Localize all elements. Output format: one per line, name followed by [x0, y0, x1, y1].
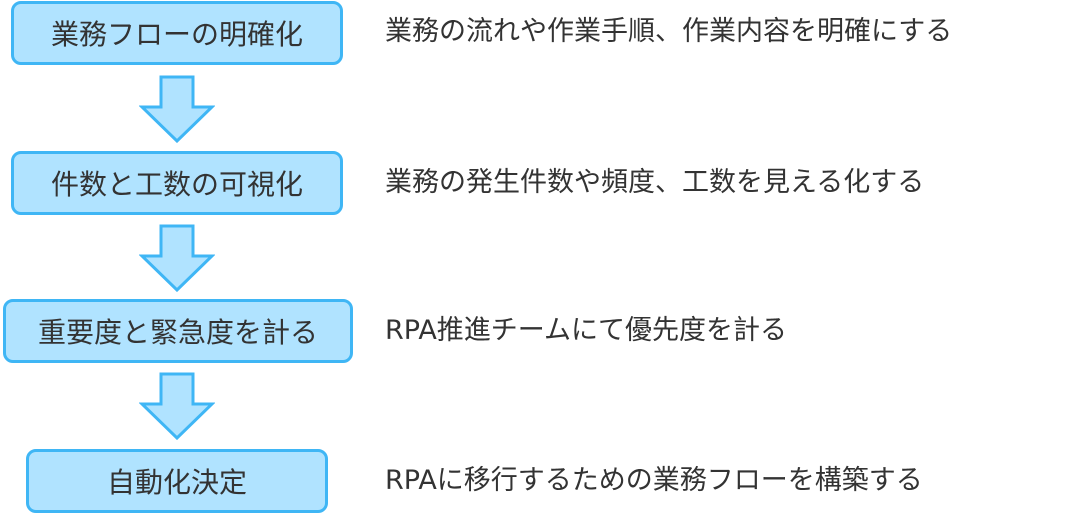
step-label: 重要度と緊急度を計る — [37, 316, 318, 349]
step-box-2: 件数と工数の可視化 — [11, 151, 343, 215]
step-description-1: 業務の流れや作業手順、作業内容を明確にする — [385, 16, 953, 47]
step-box-1: 業務フローの明確化 — [11, 1, 343, 65]
down-arrow-icon — [139, 372, 215, 440]
step-label: 件数と工数の可視化 — [50, 168, 303, 201]
step-label: 自動化決定 — [106, 466, 247, 499]
step-description-3: RPA推進チームにて優先度を計る — [385, 315, 787, 346]
step-label: 業務フローの明確化 — [50, 18, 303, 51]
down-arrow-icon — [139, 75, 215, 143]
step-description-2: 業務の発生件数や頻度、工数を見える化する — [385, 167, 925, 198]
step-box-3: 重要度と緊急度を計る — [3, 299, 353, 363]
step-description-4: RPAに移行するための業務フローを構築する — [385, 465, 923, 496]
step-box-4: 自動化決定 — [26, 449, 328, 513]
down-arrow-icon — [139, 224, 215, 292]
